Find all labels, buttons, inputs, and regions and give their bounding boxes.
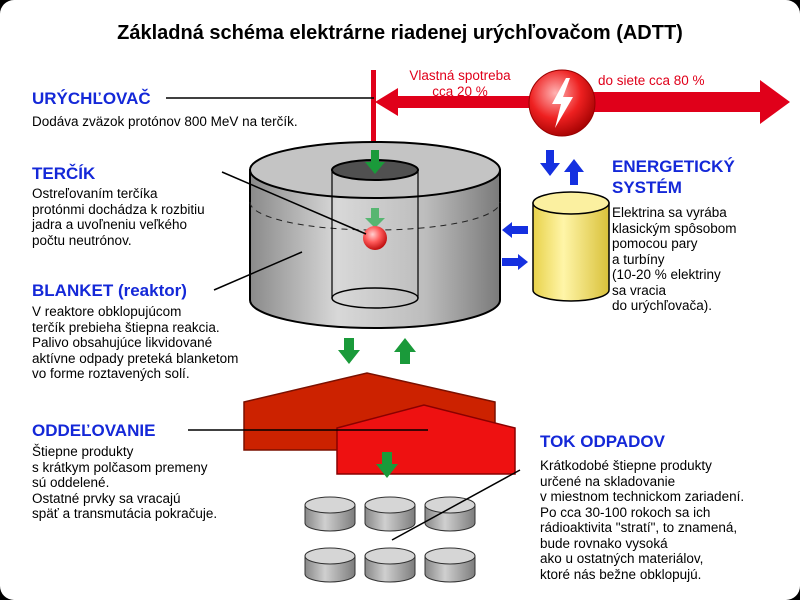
storage-canister — [304, 496, 356, 532]
storage-canister — [424, 496, 476, 532]
to-grid-label: do siete cca 80 % — [598, 73, 705, 88]
separation-heading: ODDEĽOVANIE — [32, 421, 156, 440]
target-heading: TERČÍK — [32, 164, 96, 183]
separation-text: Štiepne produkty s krátkym polčasom prem… — [32, 444, 218, 521]
lightning-icon — [552, 78, 573, 128]
waste-heading: TOK ODPADOV — [540, 432, 665, 451]
energy-drum — [532, 191, 610, 302]
accelerator-text: Dodáva zväzok protónov 800 MeV na terčík… — [32, 114, 298, 129]
blanket-text: V reaktore obklopujúcom terčík prebieha … — [32, 304, 239, 381]
storage-canisters — [304, 496, 476, 583]
flow-down-arrow — [338, 338, 360, 364]
energy-up-arrow — [564, 159, 584, 185]
energy-heading: ENERGETICKÝ SYSTÉM — [612, 157, 735, 197]
proton-beam — [371, 70, 376, 168]
energy-text: Elektrina sa vyrába klasickým spôsobom p… — [612, 205, 737, 313]
beam-arrow-inner — [365, 208, 385, 228]
target-ball — [363, 226, 387, 250]
accelerator-heading: URÝCHĽOVAČ — [32, 89, 151, 108]
storage-arrow — [376, 452, 398, 478]
to-grid-arrow — [560, 80, 790, 124]
storage-canister — [364, 547, 416, 583]
waste-plant — [336, 404, 516, 475]
storage-canister — [304, 547, 356, 583]
target-text: Ostreľovaním terčíka protónmi dochádza k… — [32, 186, 205, 248]
own-use-arrow — [375, 88, 560, 116]
leader-lines — [166, 97, 521, 541]
blanket-heading: BLANKET (reaktor) — [32, 281, 187, 300]
energy-arrow-right — [502, 254, 528, 270]
lightning-generator — [528, 69, 596, 137]
waste-text: Krátkodobé štiepne produkty určené na sk… — [540, 458, 745, 582]
energy-down-arrow — [540, 150, 560, 176]
storage-canister — [364, 496, 416, 532]
storage-canister — [424, 547, 476, 583]
own-use-label: Vlastná spotreba cca 20 % — [409, 68, 511, 99]
beam-arrow-top — [365, 150, 385, 174]
page-title: Základná schéma elektrárne riadenej urýc… — [117, 22, 683, 44]
flow-up-arrow — [394, 338, 416, 364]
energy-arrow-left — [502, 222, 528, 238]
